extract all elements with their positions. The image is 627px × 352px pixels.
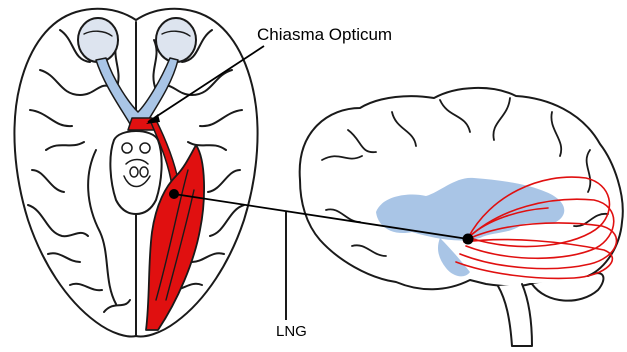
- sagittal-brainstem: [498, 284, 532, 346]
- lng-label: LNG: [276, 323, 307, 340]
- brain-ventral-view: [14, 9, 257, 337]
- brain-sagittal-view: [300, 88, 623, 346]
- chiasma-label: Chiasma Opticum: [257, 25, 392, 44]
- brainstem: [110, 131, 161, 214]
- left-eyeball: [78, 18, 118, 62]
- right-eyeball: [156, 18, 196, 62]
- lng-marker-left: [169, 189, 179, 199]
- lng-marker-right: [463, 234, 474, 245]
